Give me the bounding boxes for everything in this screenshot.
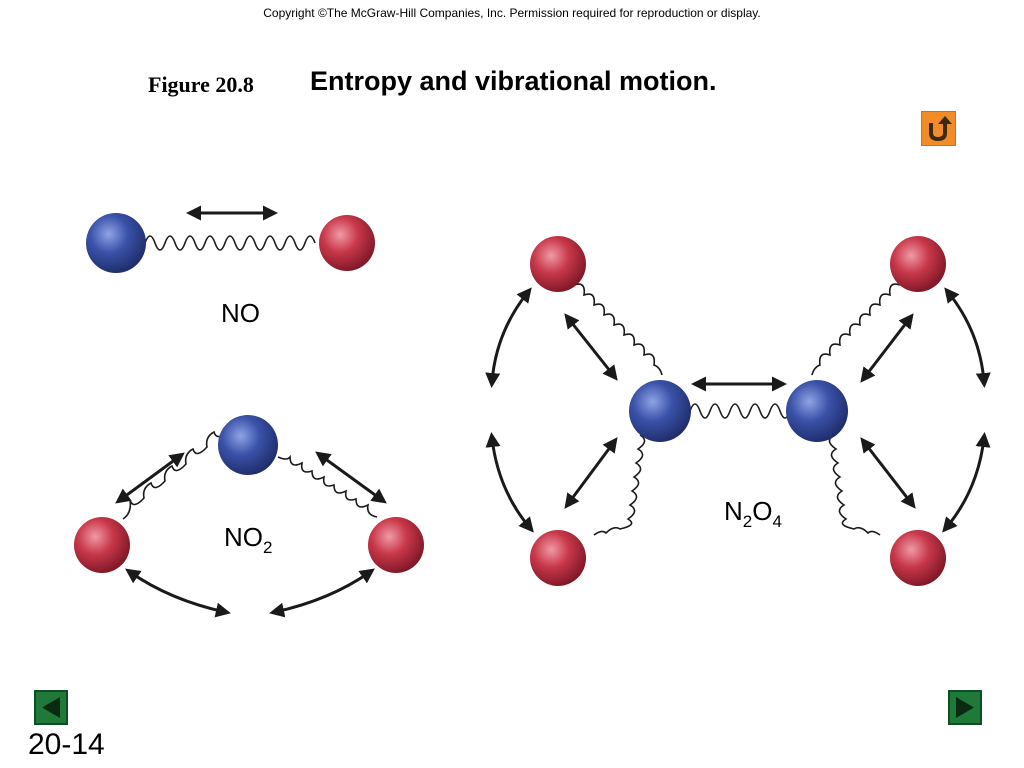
oxygen-atom: [890, 236, 946, 292]
spring: [689, 403, 791, 419]
no2-label: NO2: [224, 522, 272, 557]
oxygen-atom: [74, 517, 130, 573]
next-slide-icon: [956, 697, 974, 718]
no2-molecule: [74, 415, 424, 618]
previous-slide-button[interactable]: [34, 690, 68, 725]
bend-arrow: [269, 568, 375, 618]
return-arrow-icon: [929, 116, 952, 142]
nitrogen-atom: [629, 380, 691, 442]
spring: [828, 434, 881, 536]
n2o4-label-n-subscript: 2: [743, 512, 752, 531]
bend-arrow: [485, 432, 534, 533]
bend-arrow: [485, 287, 532, 388]
spring: [811, 283, 901, 376]
figure-title: Entropy and vibrational motion.: [310, 66, 717, 96]
n2o4-label: N2O4: [724, 496, 782, 531]
no-label: NO: [221, 298, 260, 328]
vibration-arrow: [315, 451, 387, 504]
vibration-arrow: [564, 437, 618, 509]
slide-number: 20-14: [28, 728, 105, 761]
next-slide-button[interactable]: [948, 690, 982, 725]
spring: [593, 434, 646, 536]
spring: [573, 283, 663, 376]
return-button[interactable]: [921, 111, 956, 146]
oxygen-atom: [368, 517, 424, 573]
vibration-arrow: [860, 437, 916, 509]
oxygen-atom: [530, 236, 586, 292]
vibration-arrow: [115, 452, 185, 504]
n2o4-label-n: N: [724, 496, 743, 526]
spring: [122, 417, 238, 520]
no-molecule: [86, 205, 375, 273]
bend-arrow: [942, 432, 991, 533]
nitrogen-atom: [86, 213, 146, 273]
no2-label-base: NO: [224, 522, 263, 552]
n2o4-label-o-subscript: 4: [772, 512, 781, 531]
oxygen-atom: [890, 530, 946, 586]
spring: [144, 235, 316, 251]
vibration-arrow: [860, 313, 914, 383]
copyright-notice: Copyright ©The McGraw-Hill Companies, In…: [263, 6, 761, 20]
previous-slide-icon: [42, 697, 60, 718]
n2o4-label-o: O: [752, 496, 772, 526]
nitrogen-atom: [786, 380, 848, 442]
nitrogen-atom: [218, 415, 278, 475]
bend-arrow: [125, 568, 231, 618]
no2-label-subscript: 2: [263, 538, 272, 557]
oxygen-atom: [319, 215, 375, 271]
figure-label: Figure 20.8: [148, 72, 254, 97]
n2o4-molecule: [485, 236, 991, 586]
oxygen-atom: [530, 530, 586, 586]
vibration-arrow: [564, 313, 618, 381]
bend-arrow: [944, 287, 991, 388]
